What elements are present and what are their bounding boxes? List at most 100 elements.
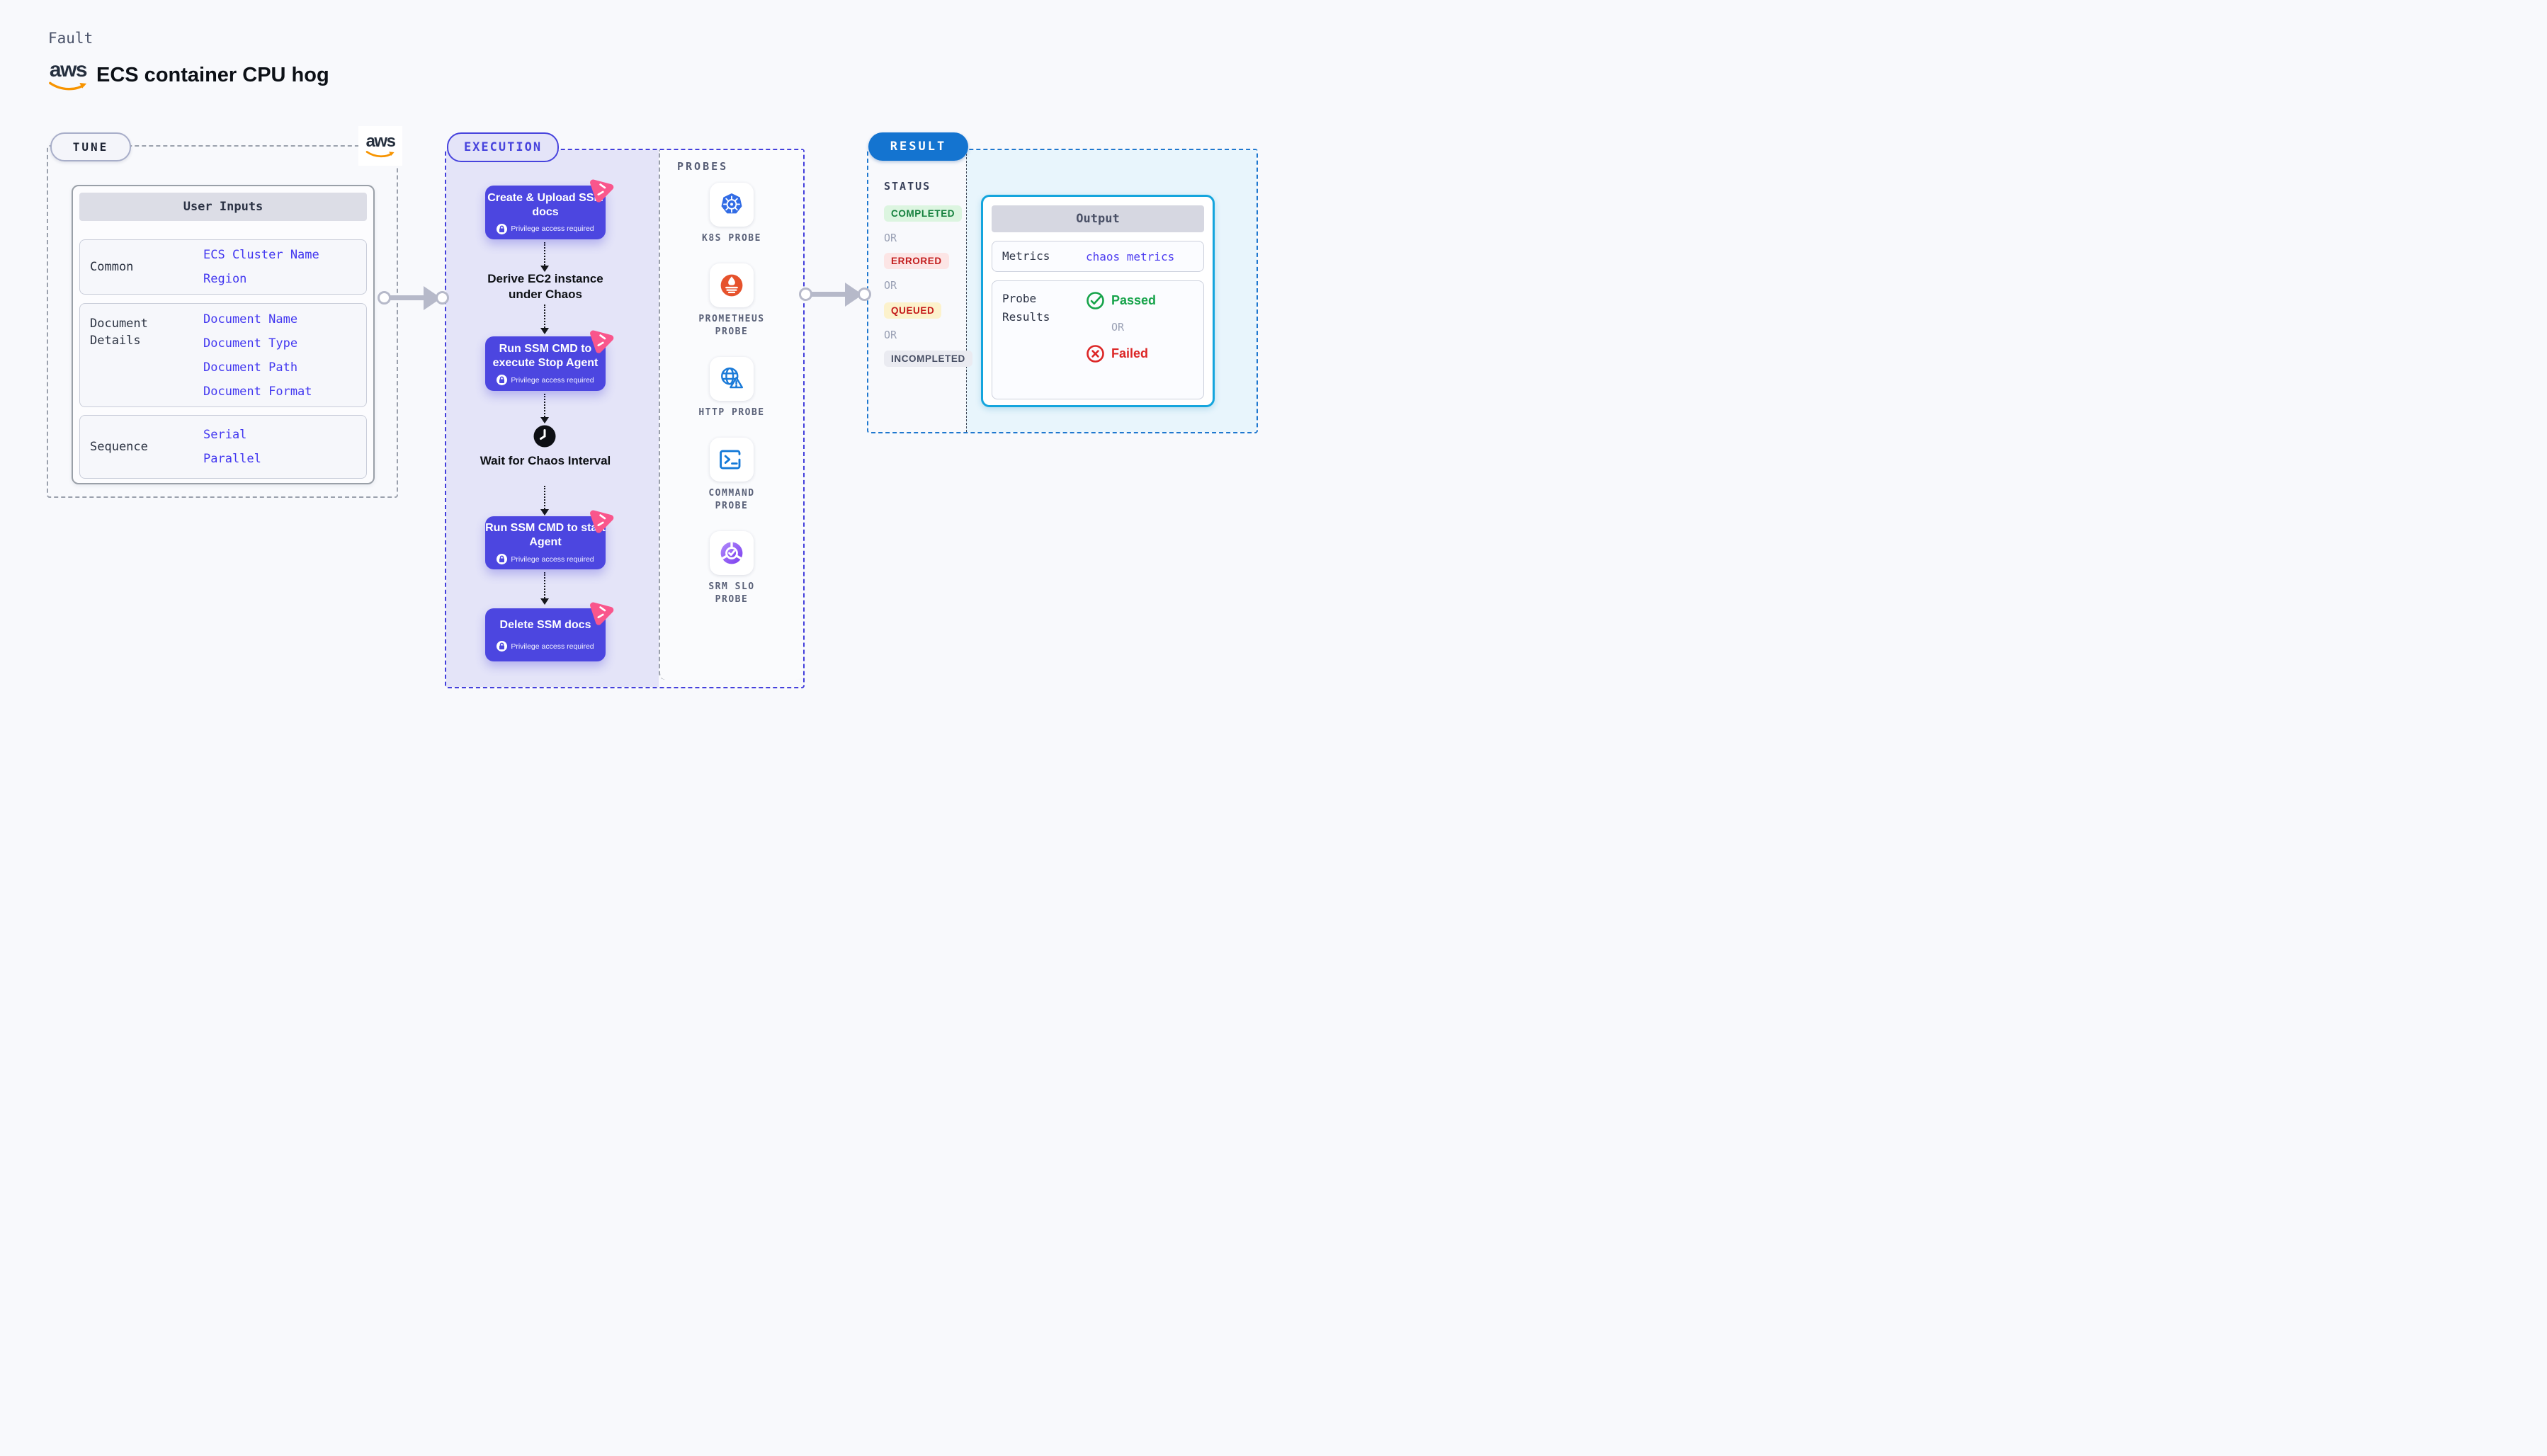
probe-label: HTTP PROBE	[698, 407, 765, 418]
lock-icon	[497, 223, 508, 234]
metrics-row: Metrics chaos metrics	[992, 241, 1204, 272]
input-group-common: Common ECS Cluster Name Region	[79, 239, 367, 295]
input-group-document-details: Document Details Document Name Document …	[79, 303, 367, 407]
privilege-badge: Privilege access required	[497, 554, 594, 564]
flow-arrowhead	[540, 509, 549, 516]
passed-label: Passed	[1111, 293, 1157, 307]
chaos-fault-icon	[588, 326, 615, 353]
probe-item-command: COMMAND PROBE	[692, 438, 771, 513]
lock-icon	[497, 375, 508, 385]
input-value: Document Type	[203, 336, 298, 351]
probe-item-prometheus: PROMETHEUS PROBE	[692, 263, 771, 339]
input-value: Document Name	[203, 312, 298, 326]
user-inputs-table: User Inputs Common ECS Cluster Name Regi…	[72, 185, 375, 484]
lock-icon	[497, 554, 508, 564]
input-value: Serial	[203, 428, 247, 442]
probe-label: K8S PROBE	[702, 233, 761, 244]
failed-label: Failed	[1111, 346, 1149, 360]
x-circle-icon	[1087, 345, 1104, 363]
output-header: Output	[992, 205, 1204, 232]
input-group-label: Common	[90, 260, 134, 274]
probe-item-http: HTTP PROBE	[698, 357, 764, 419]
srm-slo-icon	[710, 531, 754, 575]
command-terminal-icon	[710, 438, 754, 482]
input-group-label: Document Details	[90, 317, 148, 348]
step-title: Create & Upload SSM docs	[487, 191, 603, 218]
note-wait-interval: Wait for Chaos Interval	[480, 454, 611, 467]
flow-arrowhead	[540, 266, 549, 272]
lock-icon	[497, 641, 508, 652]
aws-smile-icon	[365, 151, 395, 158]
step-title: Run SSM CMD to execute Stop Agent	[492, 343, 599, 369]
input-value: Region	[203, 272, 247, 286]
input-value: Parallel	[203, 452, 261, 466]
probe-results-row: Probe Results Passed OR Failed	[992, 280, 1204, 399]
user-inputs-header: User Inputs	[79, 193, 367, 221]
input-value: Document Format	[203, 384, 312, 399]
flow-connector	[544, 394, 545, 420]
probe-result-failed: Failed	[1086, 344, 1148, 363]
privilege-label: Privilege access required	[511, 224, 594, 233]
status-column: STATUS COMPLETED OR ERRORED OR QUEUED OR…	[884, 180, 972, 367]
prometheus-icon	[710, 263, 754, 307]
input-value: ECS Cluster Name	[203, 248, 319, 262]
aws-wordmark: aws	[49, 58, 88, 81]
or-separator: OR	[884, 329, 897, 341]
fault-kind-label: Fault	[48, 30, 93, 47]
privilege-badge: Privilege access required	[497, 223, 594, 234]
step-title: Delete SSM docs	[499, 619, 591, 631]
execution-flow-panel	[446, 150, 659, 687]
status-badge-completed: COMPLETED	[884, 205, 963, 222]
chaos-fault-icon	[588, 506, 615, 533]
input-group-sequence: Sequence Serial Parallel	[79, 415, 367, 479]
flow-arrowhead	[540, 328, 549, 334]
input-value: Document Path	[203, 360, 298, 375]
probe-results-label: Probe Results	[1002, 292, 1050, 324]
flow-arrowhead	[540, 598, 549, 605]
privilege-label: Privilege access required	[511, 642, 594, 651]
status-label: STATUS	[884, 180, 931, 193]
flow-connector	[544, 305, 545, 331]
probe-label: COMMAND PROBE	[708, 488, 755, 511]
metrics-label: Metrics	[1002, 249, 1050, 263]
aws-corner-logo: aws	[358, 126, 402, 166]
output-card: Output Metrics chaos metrics Probe Resul…	[981, 195, 1215, 407]
page-title: ECS container CPU hog	[96, 64, 329, 86]
step-run-ssm-stop-agent: Run SSM CMD to execute Stop Agent Privil…	[485, 330, 614, 391]
aws-logo: aws	[48, 59, 88, 92]
aws-smile-icon	[49, 81, 87, 91]
probe-item-k8s: K8S PROBE	[702, 183, 761, 245]
tune-section-box	[47, 145, 398, 498]
execution-badge: EXECUTION	[447, 132, 559, 162]
http-globe-icon	[710, 357, 754, 401]
probe-item-srm-slo: SRM SLO PROBE	[692, 531, 771, 606]
chaos-fault-icon	[588, 176, 615, 203]
note-derive-ec2: Derive EC2 instance under Chaos	[487, 272, 603, 301]
or-separator: OR	[884, 232, 897, 244]
privilege-label: Privilege access required	[511, 554, 594, 564]
flow-connector	[544, 486, 545, 512]
tune-badge: TUNE	[50, 132, 131, 161]
or-separator: OR	[1111, 321, 1125, 334]
probe-label: SRM SLO PROBE	[708, 581, 755, 605]
privilege-label: Privilege access required	[511, 375, 594, 385]
probe-result-passed: Passed	[1086, 291, 1156, 310]
privilege-badge: Privilege access required	[497, 375, 594, 385]
step-delete-ssm-docs: Delete SSM docs Privilege access require…	[485, 602, 614, 661]
step-run-ssm-start-agent: Run SSM CMD to start Agent Privilege acc…	[485, 510, 614, 569]
or-separator: OR	[884, 279, 897, 292]
input-group-label: Sequence	[90, 440, 148, 454]
step-create-upload-ssm-docs: Create & Upload SSM docs Privilege acces…	[485, 179, 614, 239]
probes-panel-label: PROBES	[677, 160, 729, 173]
execution-section-box: PROBES	[445, 149, 805, 688]
flow-connector	[544, 242, 545, 268]
metrics-value: chaos metrics	[1086, 249, 1175, 263]
clock-icon	[533, 425, 556, 451]
status-badge-incompleted: INCOMPLETED	[884, 351, 972, 367]
flow-connector	[544, 572, 545, 601]
probe-label: PROMETHEUS PROBE	[698, 314, 765, 337]
status-badge-queued: QUEUED	[884, 302, 942, 319]
step-title: Run SSM CMD to start Agent	[485, 522, 606, 548]
chaos-fault-icon	[588, 598, 615, 625]
probes-panel: PROBES	[659, 150, 803, 680]
